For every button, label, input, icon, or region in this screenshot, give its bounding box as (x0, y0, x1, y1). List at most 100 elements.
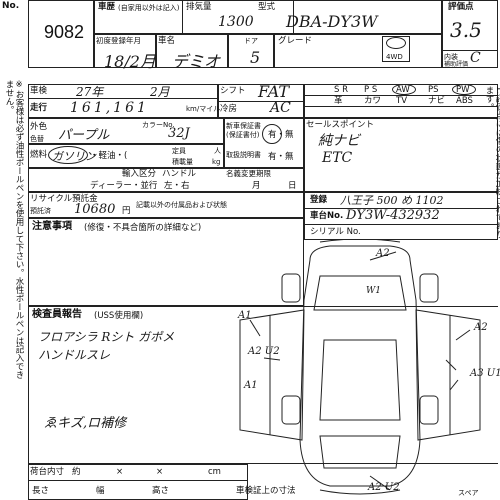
dims-unit: 約 (72, 467, 81, 477)
drive-circle (386, 37, 406, 49)
interior-value: C (470, 50, 481, 66)
car-diagram (239, 240, 481, 495)
mileage-row (28, 84, 218, 118)
mark-left-rear: A1 (244, 380, 258, 391)
inspector-title: 検査員報告 (32, 309, 82, 320)
shift-value: FAT (258, 82, 290, 101)
notes-subtitle: (修復・不具合箇所の詳細など) (84, 223, 202, 233)
mark-front: A2 (376, 248, 390, 259)
mark-rear: A2 U2 (368, 482, 400, 493)
equip-r1c1: S R (334, 85, 349, 95)
shaken-label: 車歴 (98, 2, 116, 12)
shaken-label-row: 車検 (30, 86, 48, 96)
registration-block (304, 192, 498, 240)
equip-r2c3: TV (396, 96, 408, 106)
manual-value: 有・無 (268, 152, 294, 162)
recycle-status: 預託済 (30, 207, 51, 215)
recycle-value: 10680 (74, 202, 116, 217)
score-label: 評価点 (448, 2, 474, 12)
color-change-label: 色替 (30, 135, 44, 143)
sales-points-cell (304, 118, 498, 192)
drive-value: 4WD (386, 53, 403, 61)
sales-point-2: ETC (322, 150, 353, 166)
ac-value: AC (270, 100, 291, 116)
name-change-day: 日 (288, 181, 297, 191)
warranty-label: 新車保証書 (226, 122, 261, 130)
dims-label: 荷台内寸 (30, 467, 65, 477)
equip-mark-pw (452, 84, 476, 95)
left-side-note: ※お客様は必ず油性ボールペンを使用して下さい。水性ボールペンは記入できません。 (4, 80, 24, 379)
first-reg-value: 18/2月 (104, 52, 156, 71)
name-change-month: 月 (252, 181, 261, 191)
reg-label: 登録 (310, 195, 328, 205)
mark-left-front: A1 (238, 310, 252, 321)
recycle-label: リサイクル預託金 (30, 194, 98, 204)
inspector-dims-label: 車検証上の寸法 (236, 486, 296, 496)
report-line-2: ハンドルスレ (38, 348, 111, 362)
mark-left-mid: A2 U2 (248, 346, 280, 357)
notes-title: 注意事項 (32, 221, 72, 232)
spare-label: スペア (458, 489, 479, 497)
mileage-unit: km/マイル (186, 105, 221, 113)
import-row (28, 168, 304, 192)
times-1: × (116, 467, 124, 477)
mileage-label: 走行 (30, 103, 48, 113)
warranty-cell (224, 118, 304, 168)
first-reg-cell (94, 34, 156, 68)
right-side-note: 1.評価点には傷の状態が加味されております。 (484, 86, 500, 239)
times-2: × (156, 467, 164, 477)
cm-label: cm (208, 467, 221, 477)
equip-r1c4: PS (428, 85, 439, 95)
interior-label: 内装 (444, 53, 458, 61)
ext-color-label: 外色 (30, 122, 48, 132)
ac-label: 冷房 (220, 104, 238, 114)
length-label: 長さ (32, 486, 50, 496)
displacement-label: 排気量 (186, 2, 212, 12)
width-label: 幅 (96, 486, 105, 496)
car-name-cell (156, 34, 228, 68)
shaken-year: 27年 (76, 85, 104, 99)
height-label: 高さ (152, 486, 170, 496)
color-no-value: 32J (168, 126, 190, 141)
car-name-label: 車名 (158, 36, 176, 46)
shaken-note: (自家用以外は記入) (118, 4, 180, 12)
mark-right-mid: A3 U1 (470, 368, 500, 379)
equip-r3c2: ABS (456, 96, 473, 106)
report-line-3: ゑキズ,ロ補修 (44, 416, 127, 431)
doors-value: 5 (250, 48, 261, 67)
fuel-mark (48, 146, 88, 164)
score-value: 3.5 (450, 18, 482, 42)
report-line-1: フロアシラ Rシト ガポメ (38, 330, 175, 344)
drive-box (382, 36, 410, 62)
import-label: 輸入区分 (122, 169, 157, 179)
doors-label: ドア (244, 37, 258, 45)
model-value: DBA-DY3W (286, 12, 378, 31)
warranty-sub: (保証書付) (226, 131, 260, 139)
equip-r2c4: ナビ (428, 96, 446, 106)
serial-label: シリアル No. (310, 227, 361, 237)
lot-number: 9082 (44, 22, 85, 42)
equip-r2c2: カワ (364, 96, 382, 106)
model-label: 型式 (258, 2, 276, 12)
inspector-sub: (USS使用欄) (94, 311, 144, 321)
chassis-value: DY3W-432932 (346, 208, 440, 223)
reg-value: 八王子 500 め 1102 (340, 194, 444, 207)
sales-point-1: 純ナビ (318, 133, 360, 149)
sales-points-label: セールスポイント (306, 120, 375, 130)
capacity-unit: 人 (214, 147, 221, 155)
notes-section (28, 218, 304, 306)
mark-right-front: A2 (474, 322, 488, 333)
fuel-row (28, 144, 224, 168)
handle-label: ハンドル (162, 169, 197, 179)
warranty-mark (262, 124, 282, 144)
load-unit: kg (212, 158, 221, 166)
recycle-row (28, 192, 304, 218)
mileage-value: 161,161 (70, 100, 149, 116)
mark-roof: W1 (366, 286, 381, 296)
fuel-label: 燃料 (30, 150, 48, 160)
chassis-label: 車台No. (310, 211, 344, 221)
equip-r2c1: 革 (334, 96, 343, 106)
no-label: No. (2, 1, 20, 11)
fuel-options: ・軽油・( (90, 151, 128, 161)
score-cell (442, 0, 498, 68)
